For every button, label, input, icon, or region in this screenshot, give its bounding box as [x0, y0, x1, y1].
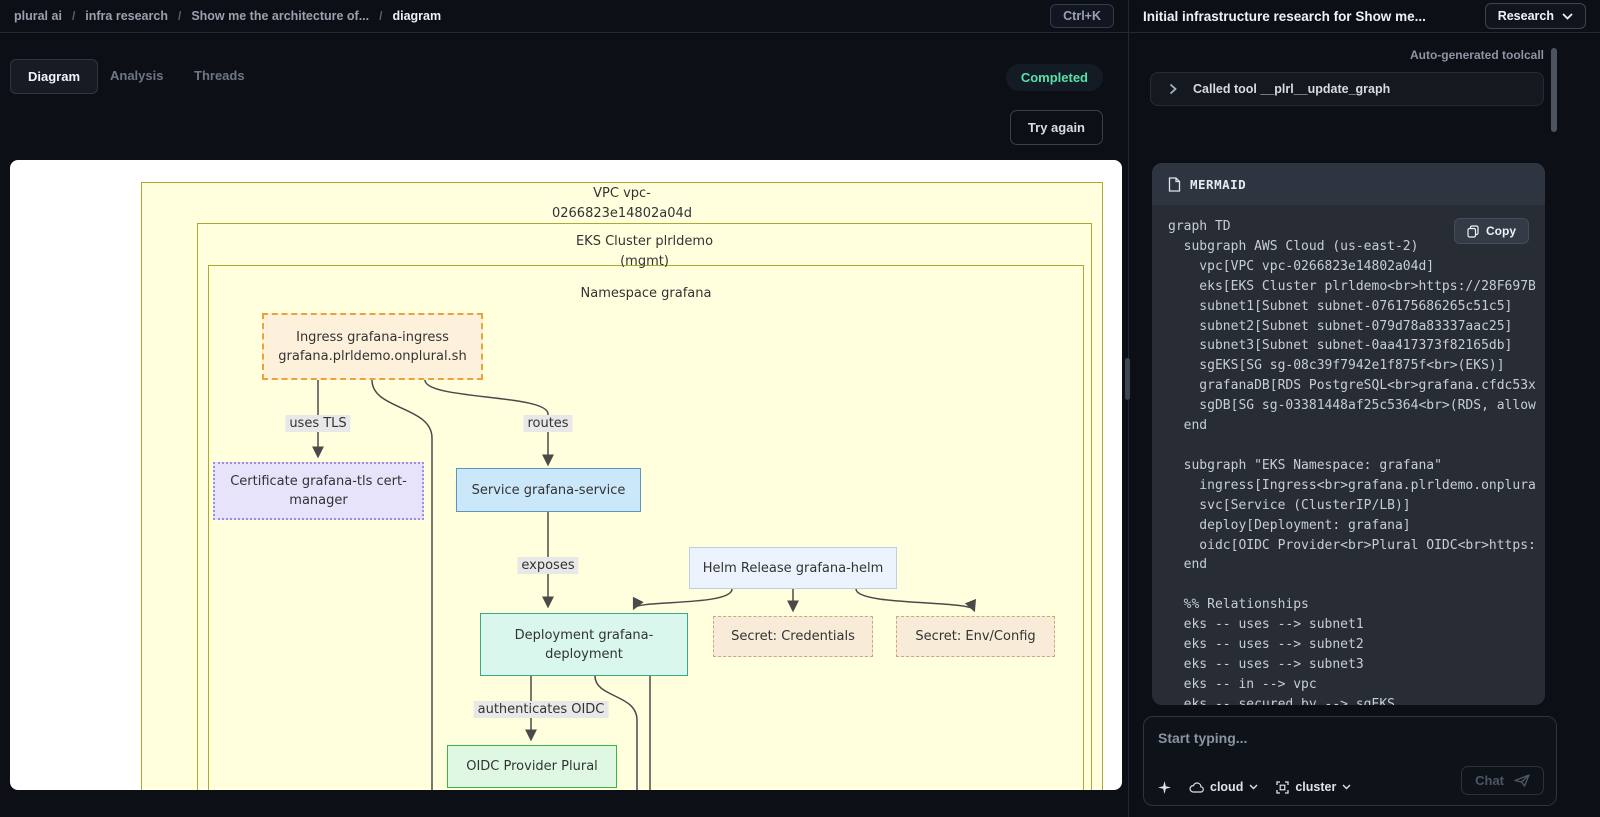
cluster-icon: [1276, 780, 1289, 794]
research-dropdown-label: Research: [1497, 9, 1554, 23]
chat-input-card[interactable]: Start typing... cloud cluster Chat: [1143, 716, 1557, 806]
architecture-diagram-canvas[interactable]: VPC vpc- 0266823e14802a04d EKS Cluster p…: [10, 160, 1122, 790]
called-tool-label: Called tool __plrl__update_graph: [1193, 82, 1391, 96]
code-header: MERMAID: [1152, 163, 1545, 205]
breadcrumb-infra-research[interactable]: infra research: [85, 9, 168, 23]
tab-threads[interactable]: Threads: [194, 68, 245, 83]
subgraph-eks-label: EKS Cluster plrldemo (mgmt): [575, 234, 714, 269]
cloud-label: cloud: [1210, 780, 1244, 794]
sparkle-icon[interactable]: [1158, 780, 1171, 794]
research-title: Initial infrastructure research for Show…: [1143, 8, 1426, 24]
panel-divider: [1128, 0, 1129, 817]
auto-generated-toolcall-label: Auto-generated toolcall: [1409, 48, 1544, 62]
code-body: graph TD subgraph AWS Cloud (us-east-2) …: [1152, 205, 1545, 705]
chevron-right-icon: [1169, 83, 1177, 95]
breadcrumb-separator: /: [71, 9, 76, 23]
edge-label-uses-tls: uses TLS: [285, 415, 351, 432]
chat-send-label: Chat: [1475, 773, 1504, 788]
node-secret-env-config: Secret: Env/Config: [896, 616, 1055, 657]
file-icon: [1168, 176, 1181, 192]
research-panel-header: Initial infrastructure research for Show…: [1129, 0, 1600, 33]
panel-resize-handle[interactable]: [1125, 358, 1130, 400]
panel-scrollbar[interactable]: [1551, 48, 1557, 132]
breadcrumb-plural-ai[interactable]: plural ai: [14, 9, 62, 23]
chevron-down-icon: [1562, 12, 1573, 20]
subgraph-namespace: [208, 265, 1084, 790]
mermaid-code-card: MERMAID graph TD subgraph AWS Cloud (us-…: [1152, 163, 1545, 705]
cluster-label: cluster: [1295, 780, 1337, 794]
breadcrumb-separator: /: [177, 9, 182, 23]
chevron-down-icon: [1342, 784, 1351, 790]
code-language-label: MERMAID: [1190, 176, 1247, 192]
tab-analysis[interactable]: Analysis: [110, 68, 164, 83]
called-tool-row[interactable]: Called tool __plrl__update_graph: [1150, 72, 1544, 106]
node-ingress: Ingress grafana-ingress grafana.plrldemo…: [262, 313, 483, 380]
edge-label-authenticates-oidc: authenticates OIDC: [473, 701, 609, 718]
chevron-down-icon: [1249, 784, 1258, 790]
research-dropdown-button[interactable]: Research: [1484, 3, 1586, 29]
breadcrumb-diagram: diagram: [392, 9, 442, 23]
send-icon: [1514, 774, 1530, 787]
cloud-icon: [1189, 781, 1204, 793]
status-badge: Completed: [1005, 64, 1103, 91]
edge-label-exposes: exposes: [517, 557, 579, 574]
node-certificate: Certificate grafana-tls cert- manager: [213, 462, 424, 520]
edge-label-routes: routes: [523, 415, 573, 432]
try-again-button[interactable]: Try again: [1009, 110, 1103, 145]
chat-send-button[interactable]: Chat: [1461, 766, 1544, 795]
top-bar: plural ai / infra research / Show me the…: [0, 0, 1128, 33]
tab-diagram[interactable]: Diagram: [10, 59, 99, 94]
node-oidc-provider: OIDC Provider Plural: [447, 745, 617, 788]
subgraph-vpc-label: VPC vpc- 0266823e14802a04d: [551, 186, 692, 221]
node-secret-credentials: Secret: Credentials: [713, 616, 873, 657]
node-deployment: Deployment grafana- deployment: [480, 613, 688, 676]
breadcrumb-thread[interactable]: Show me the architecture of...: [191, 9, 370, 23]
chat-options-row: cloud cluster: [1158, 780, 1351, 794]
node-service: Service grafana-service: [456, 468, 641, 512]
subgraph-namespace-label: Namespace grafana: [580, 286, 712, 301]
command-palette-shortcut[interactable]: Ctrl+K: [1050, 4, 1114, 28]
node-helm-release: Helm Release grafana-helm: [689, 547, 897, 589]
copy-button[interactable]: Copy: [1454, 218, 1529, 244]
breadcrumb-separator: /: [379, 9, 383, 23]
cluster-selector[interactable]: cluster: [1276, 780, 1351, 794]
copy-icon: [1467, 224, 1479, 238]
copy-label: Copy: [1486, 224, 1516, 238]
chat-input-placeholder[interactable]: Start typing...: [1158, 730, 1248, 746]
cloud-selector[interactable]: cloud: [1189, 780, 1258, 794]
mermaid-code: graph TD subgraph AWS Cloud (us-east-2) …: [1168, 219, 1536, 705]
